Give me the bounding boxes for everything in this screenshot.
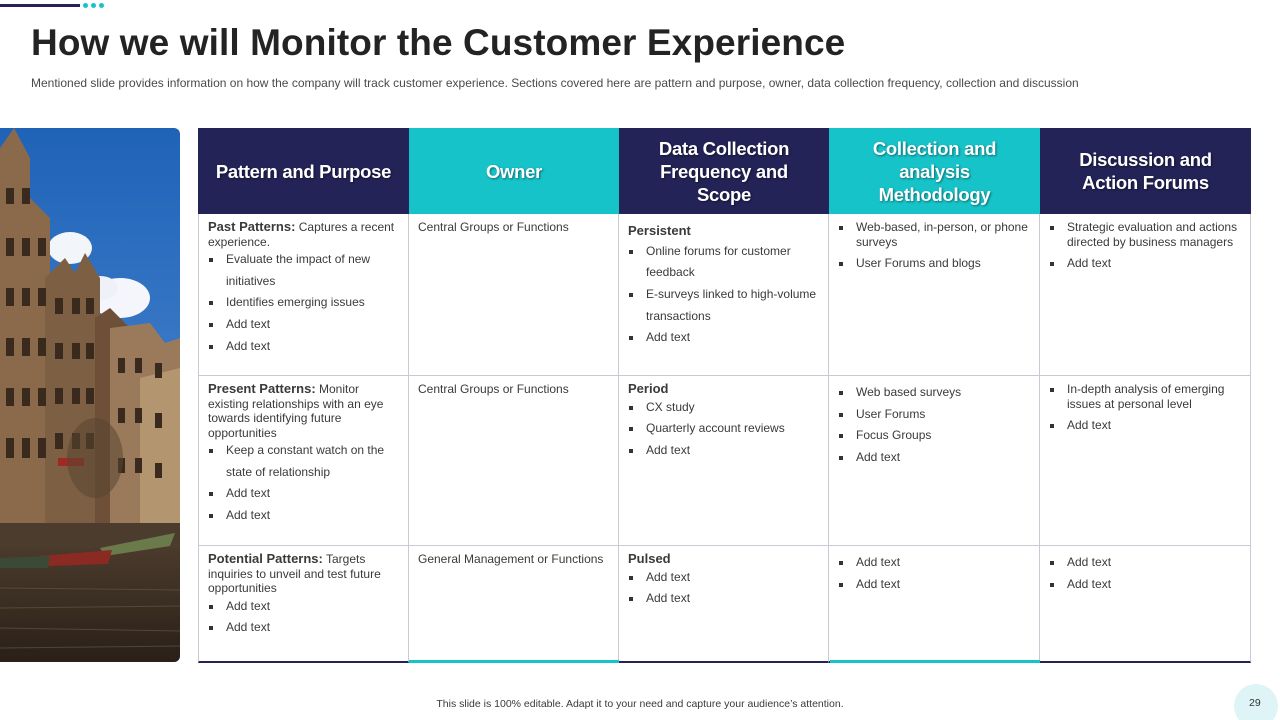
list-item: User Forums and blogs [838, 256, 1030, 271]
list-item: Add text [838, 447, 1030, 469]
header-action-forums: Discussion and Action Forums [1040, 128, 1251, 214]
top-accent-dots [83, 3, 104, 8]
frequency-title: Pulsed [628, 551, 671, 566]
page-number-badge [1234, 684, 1278, 720]
frequency-title: Period [628, 381, 669, 396]
list-item: Add text [838, 574, 1030, 596]
list-item: E-surveys linked to high-volume transact… [628, 284, 819, 327]
header-owner: Owner [409, 128, 619, 214]
header-pattern-purpose: Pattern and Purpose [198, 128, 409, 214]
list-item: Add text [208, 483, 399, 505]
pattern-description: Present Patterns: Monitor existing relat… [208, 381, 384, 440]
methodology-column-accent [830, 660, 1040, 663]
list-item: Online forums for customer feedback [628, 241, 819, 284]
cell-frequency: Pulsed Add text Add text [619, 546, 829, 663]
cell-owner: Central Groups or Functions [409, 376, 619, 546]
list-item: Add text [628, 327, 819, 349]
cell-methodology: Add text Add text [829, 546, 1040, 663]
list-item: User Forums [838, 404, 1030, 426]
list-item: Add text [628, 567, 819, 589]
header-methodology: Collection and analysis Methodology [829, 128, 1040, 214]
list-item: Add text [208, 336, 399, 358]
forum-bullets: Add text Add text [1049, 552, 1241, 595]
cell-frequency: Period CX study Quarterly account review… [619, 376, 829, 546]
canal-houses-photo [0, 128, 180, 662]
methodology-bullets: Web-based, in-person, or phone surveys U… [838, 220, 1030, 271]
cell-forums: Strategic evaluation and actions directe… [1040, 214, 1251, 376]
pattern-bullets: Add text Add text [208, 596, 399, 639]
list-item: Web based surveys [838, 382, 1030, 404]
list-item: In-depth analysis of emerging issues at … [1049, 382, 1241, 411]
list-item: Quarterly account reviews [628, 418, 819, 440]
frequency-title: Persistent [628, 223, 691, 238]
list-item: Strategic evaluation and actions directe… [1049, 220, 1241, 249]
slide-title: How we will Monitor the Customer Experie… [31, 22, 846, 63]
cell-pattern-past: Past Patterns: Captures a recent experie… [198, 214, 409, 376]
list-item: Evaluate the impact of new initiatives [208, 249, 399, 292]
cell-frequency: Persistent Online forums for customer fe… [619, 214, 829, 376]
top-accent-bar [0, 4, 80, 7]
cell-methodology: Web based surveys User Forums Focus Grou… [829, 376, 1040, 546]
frequency-bullets: Add text Add text [628, 567, 819, 610]
pattern-description: Potential Patterns: Targets inquiries to… [208, 551, 381, 595]
pattern-description: Past Patterns: Captures a recent experie… [208, 219, 395, 249]
methodology-bullets: Web based surveys User Forums Focus Grou… [838, 382, 1030, 469]
list-item: Add text [1049, 418, 1241, 433]
cell-owner: Central Groups or Functions [409, 214, 619, 376]
footer-note: This slide is 100% editable. Adapt it to… [436, 698, 844, 710]
list-item: Identifies emerging issues [208, 292, 399, 314]
pattern-bullets: Evaluate the impact of new initiatives I… [208, 249, 399, 358]
cell-pattern-present: Present Patterns: Monitor existing relat… [198, 376, 409, 546]
list-item: Web-based, in-person, or phone surveys [838, 220, 1030, 249]
list-item: Add text [1049, 256, 1241, 271]
cell-owner: General Management or Functions [409, 546, 619, 663]
owner-column-accent [409, 660, 619, 663]
list-item: CX study [628, 397, 819, 419]
cell-pattern-potential: Potential Patterns: Targets inquiries to… [198, 546, 409, 663]
list-item: Focus Groups [838, 425, 1030, 447]
frequency-bullets: CX study Quarterly account reviews Add t… [628, 397, 819, 462]
list-item: Add text [208, 505, 399, 527]
list-item: Add text [208, 314, 399, 336]
list-item: Keep a constant watch on the state of re… [208, 440, 399, 483]
list-item: Add text [208, 617, 399, 639]
forum-bullets: Strategic evaluation and actions directe… [1049, 220, 1241, 271]
list-item: Add text [628, 588, 819, 610]
list-item: Add text [628, 440, 819, 462]
forum-bullets: In-depth analysis of emerging issues at … [1049, 382, 1241, 433]
pattern-bullets: Keep a constant watch on the state of re… [208, 440, 399, 527]
monitoring-table: Pattern and Purpose Owner Data Collectio… [198, 128, 1251, 663]
header-frequency-scope: Data Collection Frequency and Scope [619, 128, 829, 214]
list-item: Add text [1049, 552, 1241, 574]
page-number: 29 [1249, 697, 1261, 709]
cell-methodology: Web-based, in-person, or phone surveys U… [829, 214, 1040, 376]
methodology-bullets: Add text Add text [838, 552, 1030, 595]
cell-forums: In-depth analysis of emerging issues at … [1040, 376, 1251, 546]
slide-subtitle: Mentioned slide provides information on … [31, 76, 1079, 90]
list-item: Add text [208, 596, 399, 618]
frequency-bullets: Online forums for customer feedback E-su… [628, 241, 819, 350]
list-item: Add text [838, 552, 1030, 574]
cell-forums: Add text Add text [1040, 546, 1251, 663]
list-item: Add text [1049, 574, 1241, 596]
